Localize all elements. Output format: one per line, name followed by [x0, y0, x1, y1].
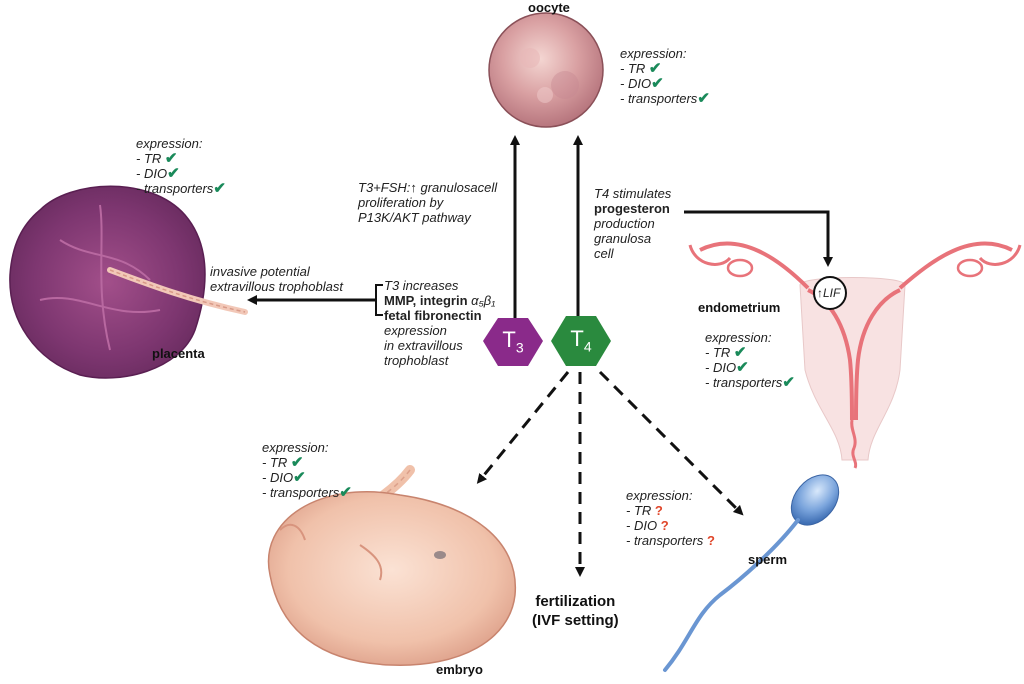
placenta-illustration — [9, 185, 248, 379]
t4-oocyte-annotation: T4 stimulates progesteron production gra… — [594, 186, 672, 261]
t4-hexagon — [551, 316, 611, 366]
placenta-label: placenta — [152, 346, 205, 361]
fertilization-label: fertilization (IVF setting) — [532, 593, 619, 629]
oocyte-expression: expression: - TR ✔ - DIO✔ - transporters… — [620, 46, 710, 107]
placenta-expression: expression: - TR ✔ - DIO✔ - transporters… — [136, 136, 226, 197]
endometrium-label: endometrium — [698, 300, 781, 315]
trophoblast-effect-annotation: invasive potential extravillous trophobl… — [210, 264, 343, 294]
t4-label: T4 — [570, 326, 592, 355]
t3-increases-annotation: T3 increases MMP, integrin α₅β₁ fetal fi… — [384, 278, 496, 368]
sperm-illustration — [663, 474, 840, 672]
oocyte-illustration — [488, 12, 604, 128]
lif-marker — [813, 276, 847, 310]
embryo-label: embryo — [436, 662, 483, 677]
t3-hexagon — [483, 318, 543, 366]
endometrium-expression: expression: - TR ✔ - DIO✔ - transporters… — [705, 330, 795, 391]
sperm-expression: expression: - TR ? - DIO ? - transporter… — [626, 488, 715, 548]
embryo-illustration — [267, 465, 516, 666]
uterus-illustration — [688, 241, 1022, 469]
oocyte-label: oocyte — [528, 0, 570, 15]
sperm-label: sperm — [748, 552, 788, 567]
embryo-expression: expression: - TR ✔ - DIO✔ - transporters… — [262, 440, 352, 501]
lif-label: ↑LIF — [817, 286, 841, 300]
t3-oocyte-annotation: T3+FSH:↑ granulosacell proliferation by … — [358, 180, 498, 225]
t3-label: T3 — [502, 327, 524, 356]
